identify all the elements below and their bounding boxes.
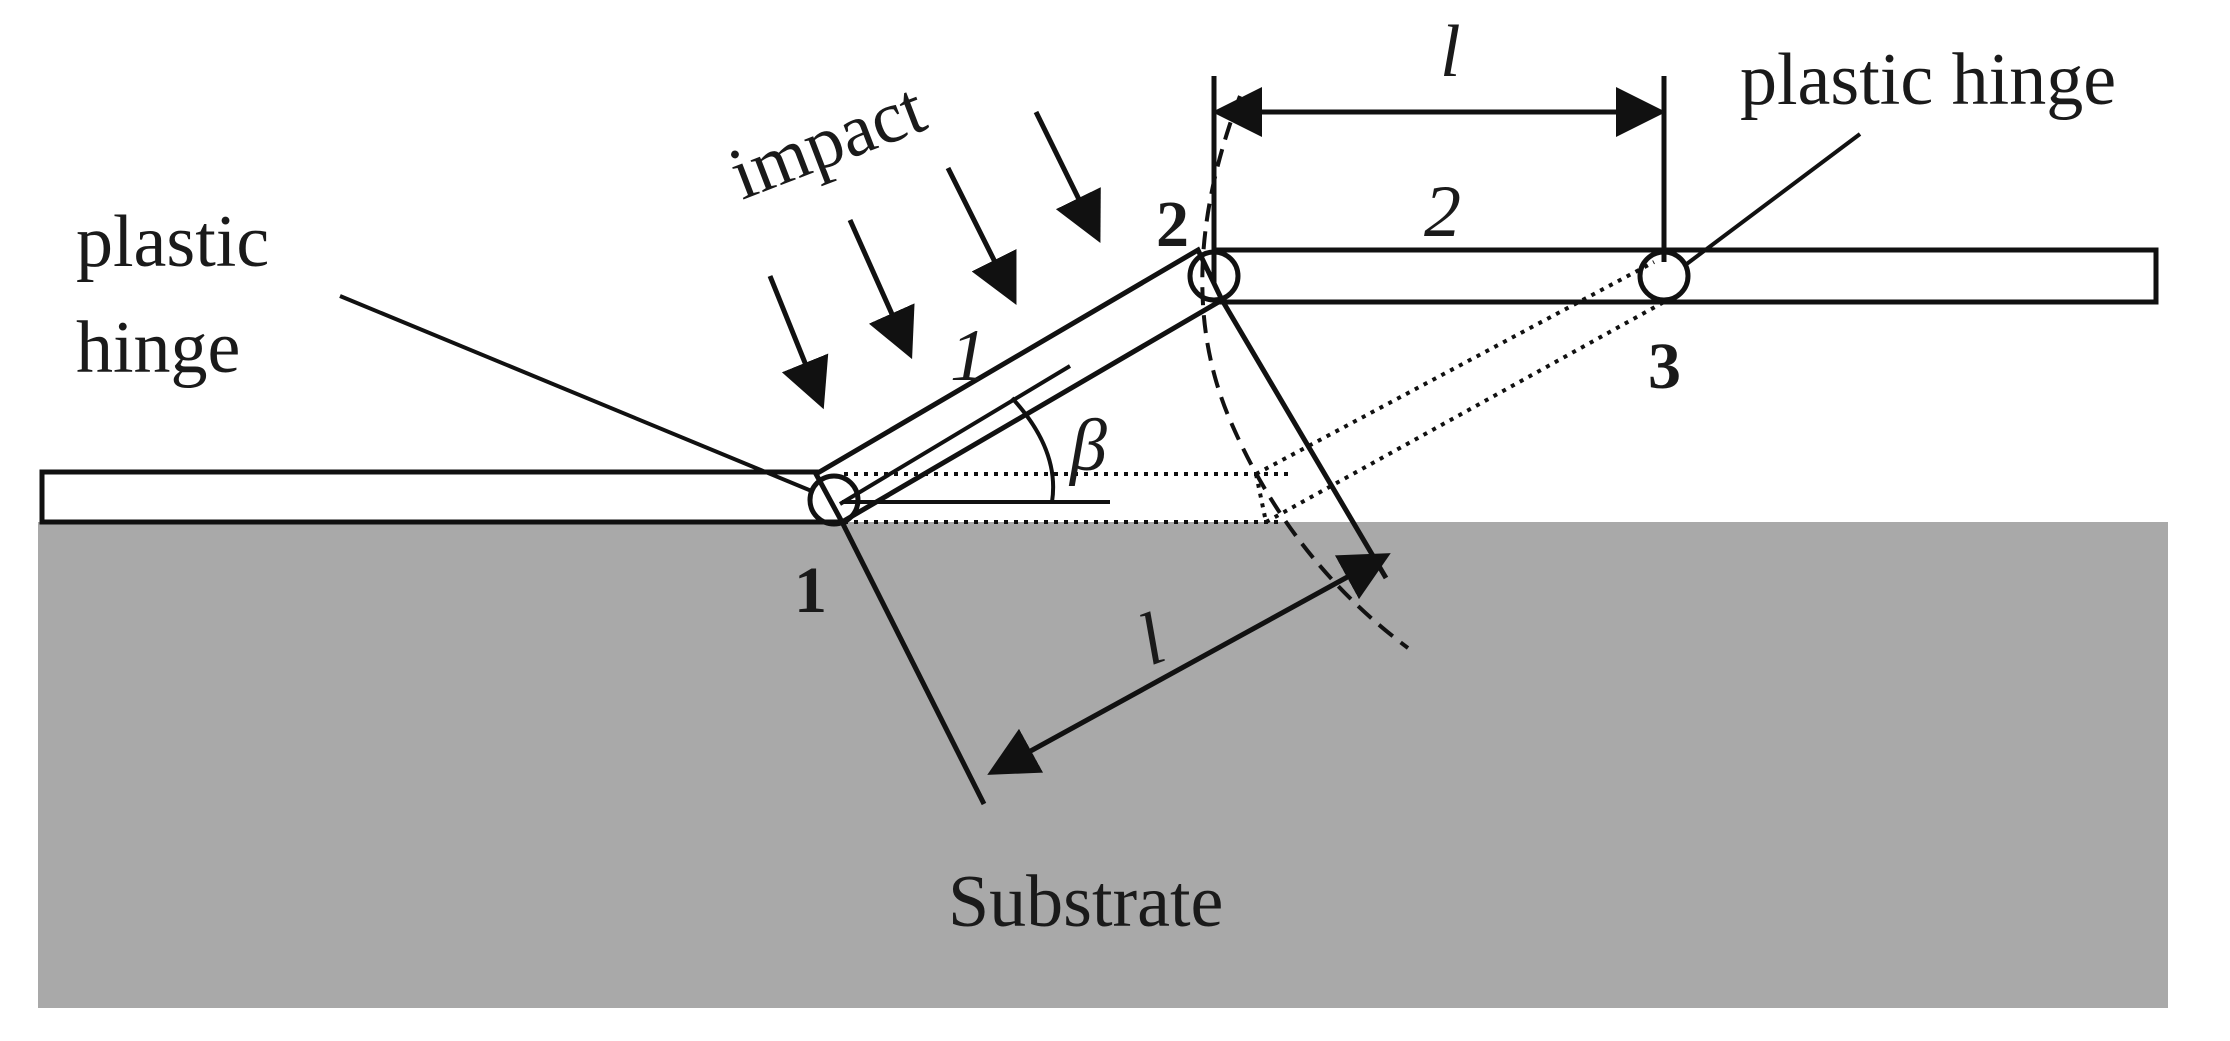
- lower-dimension-arrow: [987, 553, 1391, 775]
- impact-arrow-2: [847, 218, 915, 360]
- point-1-label: 1: [794, 554, 827, 627]
- point-3-label: 3: [1648, 330, 1681, 403]
- length-top-label: l: [1440, 11, 1461, 93]
- segment-2-label: 2: [1424, 171, 1461, 253]
- dotted-connector: [1254, 473, 1268, 523]
- right-hinge-leader: [1682, 132, 1862, 268]
- point-2-label: 2: [1156, 188, 1189, 261]
- dotted-rotated-bottom: [1265, 300, 1665, 524]
- lower-dimension-ext-left: [839, 520, 987, 806]
- left-hinge-leader: [339, 294, 815, 494]
- rotated-segment-edge: [1219, 298, 1389, 580]
- plastic-hinge-left-line1: plastic: [76, 201, 269, 283]
- plastic-hinge-right: plastic hinge: [1740, 39, 2116, 121]
- plastic-hinge-left-line2: hinge: [76, 307, 240, 389]
- hinge-1-circle: [807, 473, 861, 527]
- inclined-beam-inner-line: [838, 364, 1072, 506]
- impact-label: impact: [719, 67, 937, 216]
- segment-1-label: 1: [950, 315, 987, 397]
- impact-arrow-3: [945, 166, 1017, 305]
- left-beam: [39, 469, 847, 525]
- right-beam: [1211, 247, 2159, 305]
- rotation-arc: [1200, 95, 1410, 650]
- angle-beta-label: β: [1068, 405, 1107, 487]
- substrate-label: Substrate: [948, 861, 1223, 943]
- hinge-2-circle: [1187, 249, 1241, 303]
- impact-arrow-1: [767, 275, 829, 410]
- impact-arrow-4: [1033, 110, 1101, 243]
- hinge-3-circle: [1637, 249, 1691, 303]
- angle-arc: [1010, 396, 1056, 503]
